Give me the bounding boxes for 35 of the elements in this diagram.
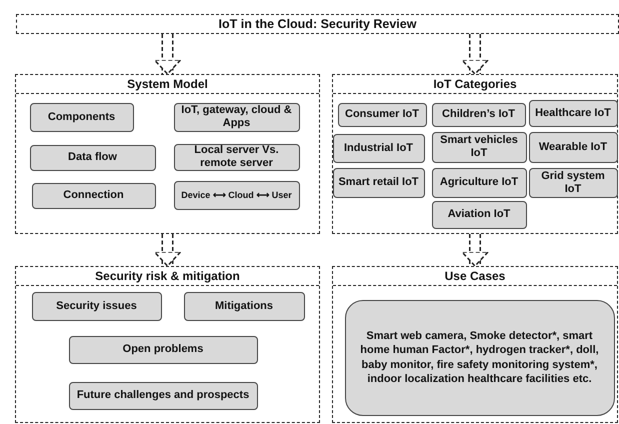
- panel-heading: Use Cases: [444, 269, 506, 283]
- category-box: IoT, gateway, cloud & Apps: [174, 102, 300, 132]
- title-band: [16, 14, 619, 34]
- category-box: Data flow: [30, 144, 156, 170]
- category-box: Aviation IoT: [432, 200, 526, 228]
- category-box: Children’s IoT: [432, 102, 526, 126]
- use-cases-panel: [332, 266, 618, 423]
- use-case-box: Smart web camera, Smoke detector*, smart home human Factor*, hydrogen tracker*, doll, baby monitor, fire safety monitoring system*, indoor localization healthcare facilities etc.: [344, 300, 614, 416]
- block-arrow: [154, 34, 182, 75]
- security-panel: [15, 266, 320, 423]
- category-box: Smart retail IoT: [332, 168, 424, 198]
- panel-heading: IoT Categories: [433, 77, 517, 91]
- category-box: Consumer IoT: [338, 102, 426, 126]
- category-box: Open problems: [68, 336, 258, 364]
- category-box: Security issues: [32, 292, 162, 320]
- category-box: Local server Vs. remote server: [174, 144, 300, 170]
- block-arrow: [461, 234, 489, 267]
- iot-categories-panel: [332, 74, 618, 234]
- category-box: Agriculture IoT: [432, 168, 526, 198]
- category-box: Future challenges and prospects: [68, 382, 258, 410]
- category-box: Wearable IoT: [528, 132, 618, 162]
- category-box: Device ⟷ Cloud ⟷ User: [174, 180, 300, 210]
- block-arrow: [461, 34, 489, 75]
- category-box: Connection: [32, 182, 156, 208]
- category-box: Mitigations: [184, 292, 304, 320]
- category-box: Healthcare IoT: [528, 100, 618, 126]
- title-text: IoT in the Cloud: Security Review: [218, 17, 416, 31]
- category-box: Smart vehicles IoT: [432, 132, 526, 162]
- panel-heading: System Model: [127, 77, 208, 91]
- category-box: Components: [30, 102, 134, 132]
- block-arrow: [154, 234, 182, 267]
- category-box: Industrial IoT: [332, 134, 424, 162]
- system-model-panel: [15, 74, 320, 234]
- category-box: Grid system IoT: [528, 168, 618, 198]
- panel-heading: Security risk & mitigation: [95, 269, 240, 283]
